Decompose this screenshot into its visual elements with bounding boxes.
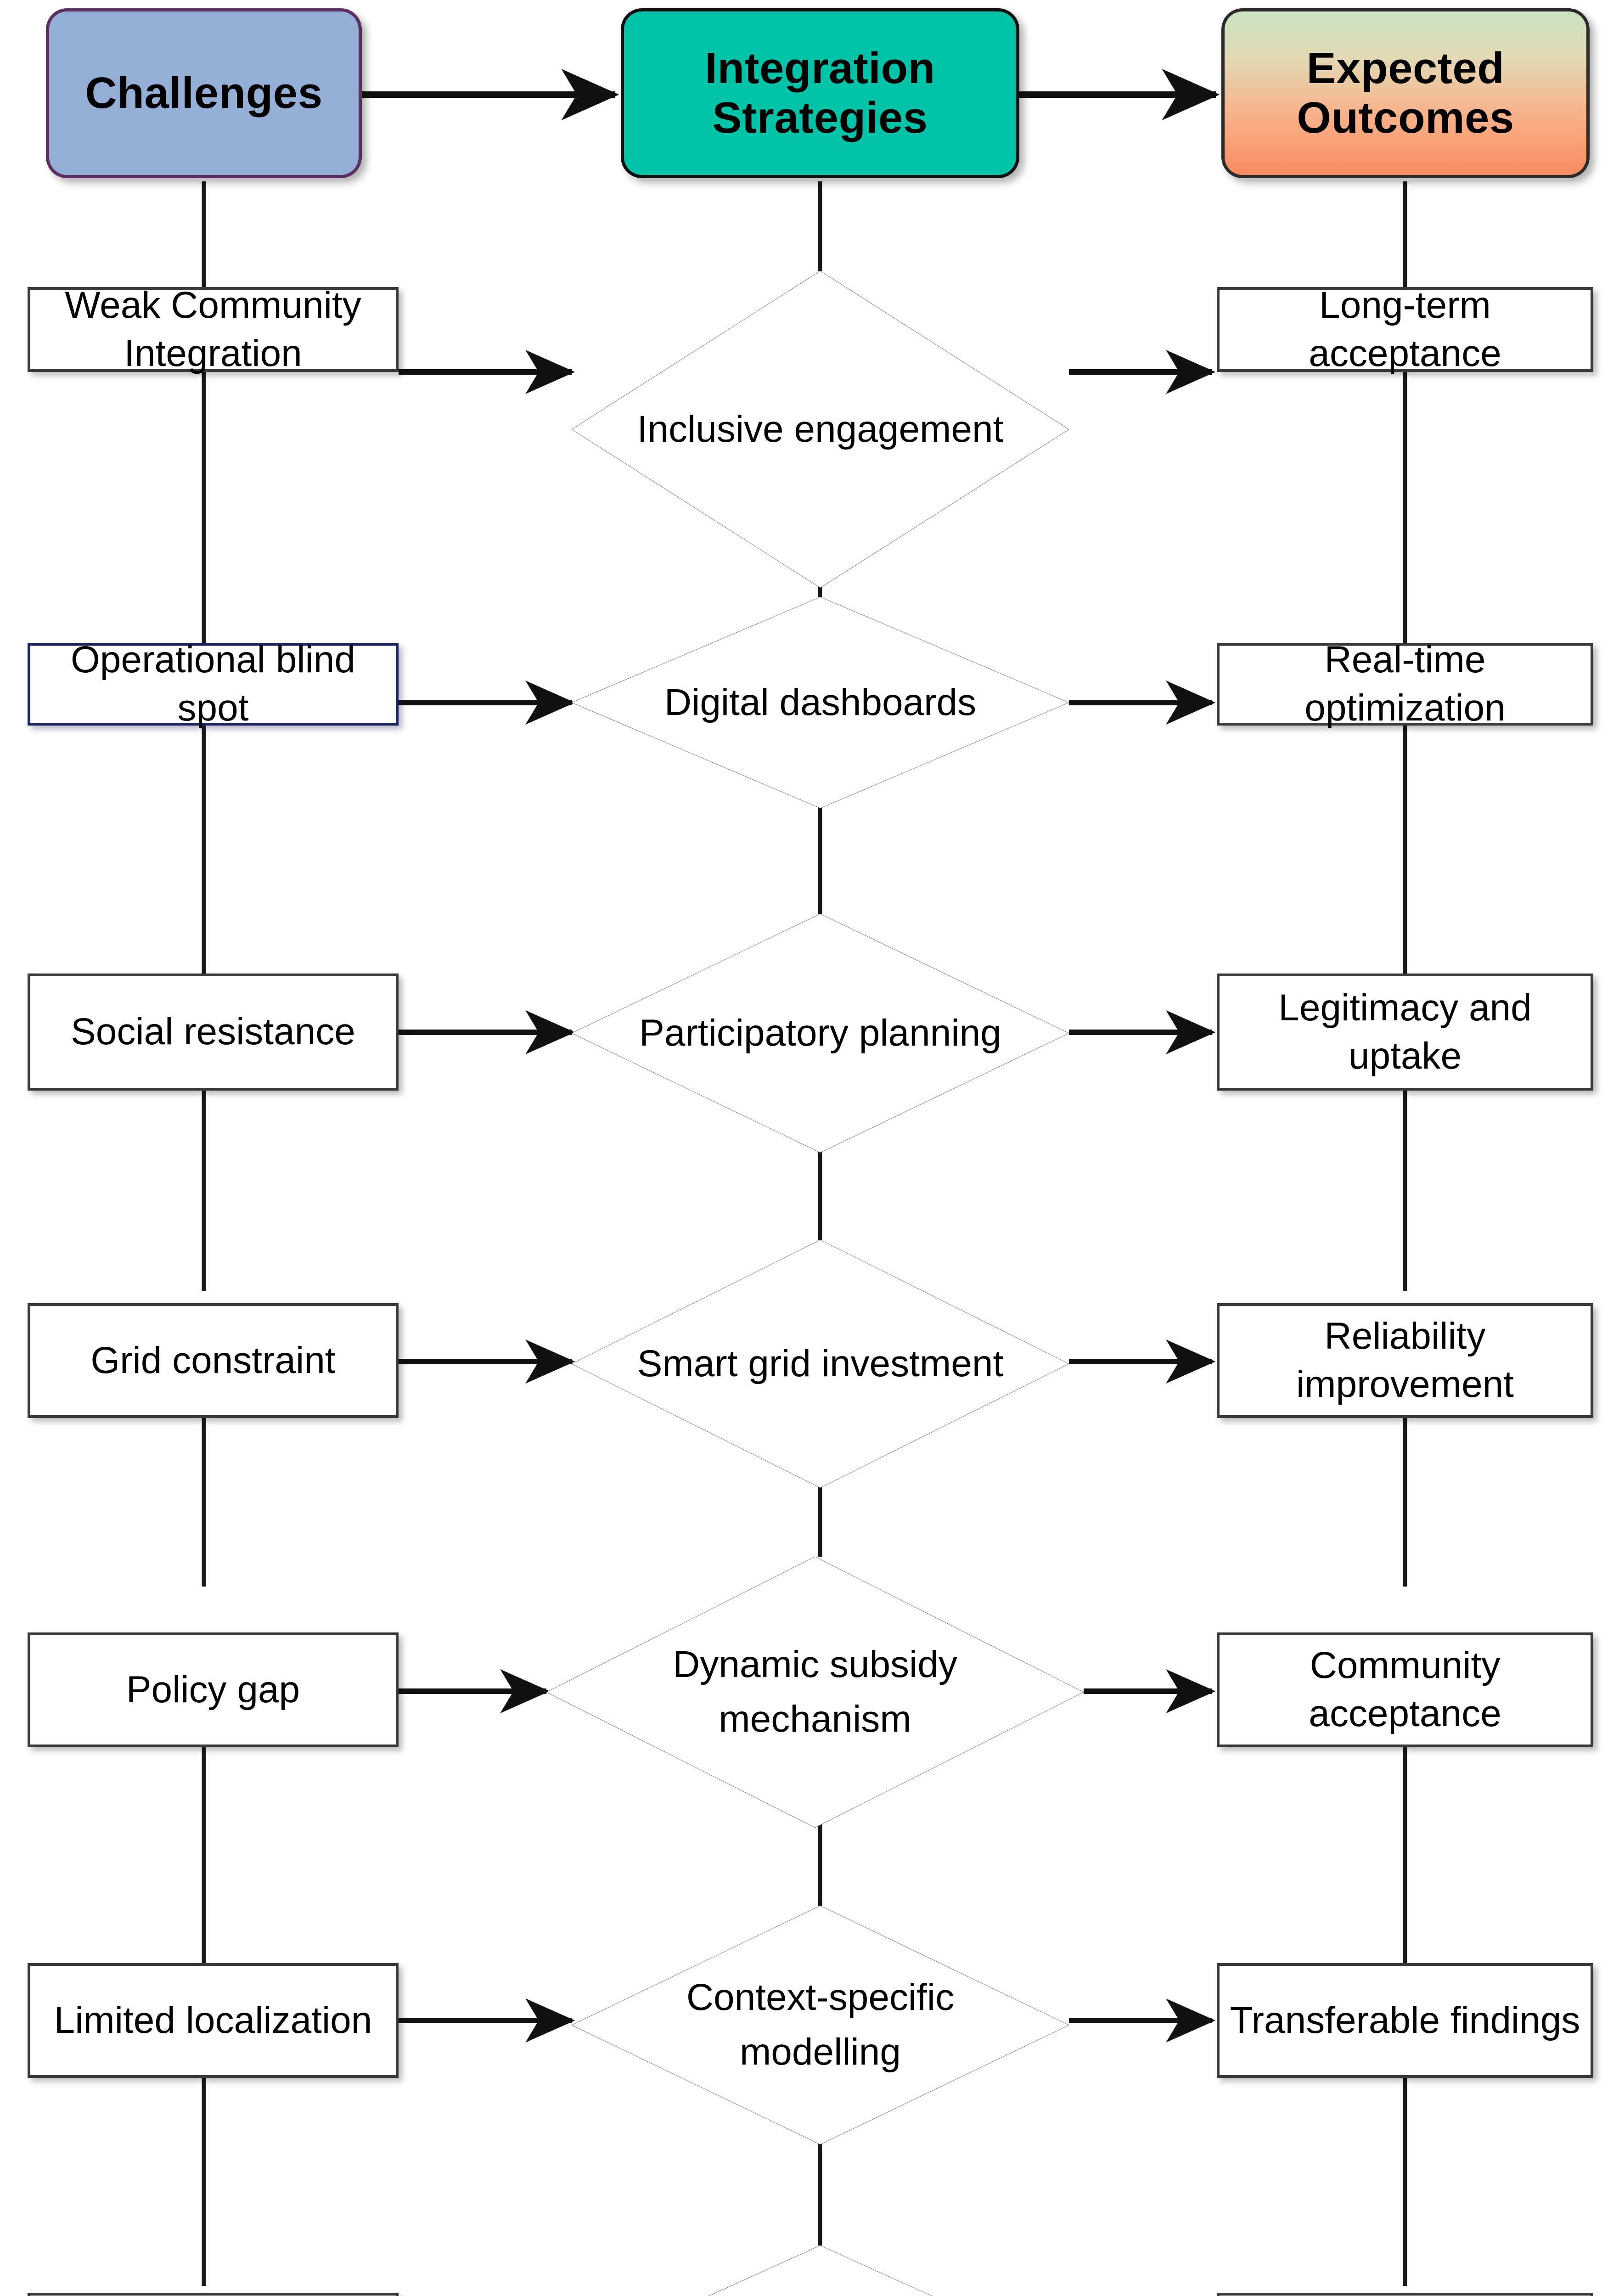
outcome-node-4[interactable]: Reliability improvement xyxy=(1217,1303,1593,1418)
outcome-node-1-label: Long-term acceptance xyxy=(1309,284,1501,374)
challenge-node-1-label: Weak Community Integration xyxy=(65,284,361,374)
strategy-node-3-label: Participatory planning xyxy=(639,1012,1001,1054)
challenge-node-5[interactable]: Policy gap xyxy=(28,1632,399,1747)
challenge-node-4[interactable]: Grid constraint xyxy=(28,1303,399,1418)
header-line-2: Strategies xyxy=(712,93,928,142)
outcome-node-4-label: Reliability improvement xyxy=(1296,1315,1514,1405)
column-header-integration-strategies-label: Integration Strategies xyxy=(705,44,935,142)
header-line-1: Expected xyxy=(1306,44,1505,93)
header-line-2: Outcomes xyxy=(1297,93,1514,142)
outcome-node-7[interactable]: Integrated insights xyxy=(1217,2293,1593,2296)
strategy-node-1-label: Inclusive engagement xyxy=(637,408,1004,450)
strategy-node-2[interactable]: Digital dashboards xyxy=(572,597,1069,808)
outcome-node-5[interactable]: Community acceptance xyxy=(1217,1632,1593,1747)
outcome-node-3[interactable]: Legitimacy and uptake xyxy=(1217,974,1593,1091)
strategy-node-5[interactable]: Dynamic subsidy mechanism xyxy=(546,1557,1084,1828)
challenge-node-6[interactable]: Limited localization xyxy=(28,1963,399,2078)
header-line-1: Integration xyxy=(705,44,935,93)
strategy-node-4[interactable]: Smart grid investment xyxy=(572,1240,1069,1488)
column-header-challenges[interactable]: Challenges xyxy=(46,8,362,178)
strategy-node-4-label: Smart grid investment xyxy=(637,1342,1004,1384)
challenge-node-2-label: Operational blind spot xyxy=(71,639,355,729)
outcome-node-6[interactable]: Transferable findings xyxy=(1217,1963,1593,2078)
outcome-node-3-label: Legitimacy and uptake xyxy=(1278,986,1532,1077)
diamond-outline-5[interactable] xyxy=(546,1557,1084,1828)
strategy-node-6[interactable]: Context-specific modelling xyxy=(572,1906,1069,2144)
diamond-outline-4[interactable] xyxy=(572,1240,1069,1488)
strategy-node-1[interactable]: Inclusive engagement xyxy=(572,271,1069,588)
outcome-node-6-label: Transferable findings xyxy=(1230,1999,1580,2041)
diamond-outline-3[interactable] xyxy=(572,914,1069,1153)
challenge-node-3[interactable]: Social resistance xyxy=(28,974,399,1091)
column-header-integration-strategies[interactable]: Integration Strategies xyxy=(621,8,1019,178)
column-header-expected-outcomes[interactable]: Expected Outcomes xyxy=(1221,8,1590,178)
strategy-node-6-label: Context-specific modelling xyxy=(686,1976,955,2073)
outcome-node-5-label: Community acceptance xyxy=(1309,1644,1501,1734)
challenge-node-6-label: Limited localization xyxy=(54,1999,372,2041)
challenge-node-3-label: Social resistance xyxy=(71,1011,355,1053)
strategy-node-7[interactable]: Multidisciplinary methods xyxy=(572,2245,1069,2296)
strategy-node-3[interactable]: Participatory planning xyxy=(572,914,1069,1153)
outcome-node-1[interactable]: Long-term acceptance xyxy=(1217,284,1593,374)
outcome-node-2-label: Real-time optimization xyxy=(1304,639,1506,729)
outcome-node-2[interactable]: Real-time optimization xyxy=(1217,639,1593,729)
strategy-node-5-label: Dynamic subsidy mechanism xyxy=(673,1643,957,1740)
challenge-node-7[interactable]: Fragmented research xyxy=(28,2293,399,2296)
diamond-outline-6[interactable] xyxy=(572,1906,1069,2144)
strategy-node-2-label: Digital dashboards xyxy=(664,681,977,723)
challenge-node-4-label: Grid constraint xyxy=(90,1339,336,1381)
challenge-node-2[interactable]: Operational blind spot xyxy=(28,639,399,729)
column-header-challenges-label: Challenges xyxy=(85,68,323,118)
challenge-node-5-label: Policy gap xyxy=(126,1668,300,1711)
column-header-expected-outcomes-label: Expected Outcomes xyxy=(1297,44,1514,142)
diamond-outline-2[interactable] xyxy=(572,597,1069,808)
diamond-outline-1[interactable] xyxy=(572,271,1069,588)
diamond-outline-7[interactable] xyxy=(572,2245,1069,2296)
challenge-node-1[interactable]: Weak Community Integration xyxy=(28,284,399,374)
